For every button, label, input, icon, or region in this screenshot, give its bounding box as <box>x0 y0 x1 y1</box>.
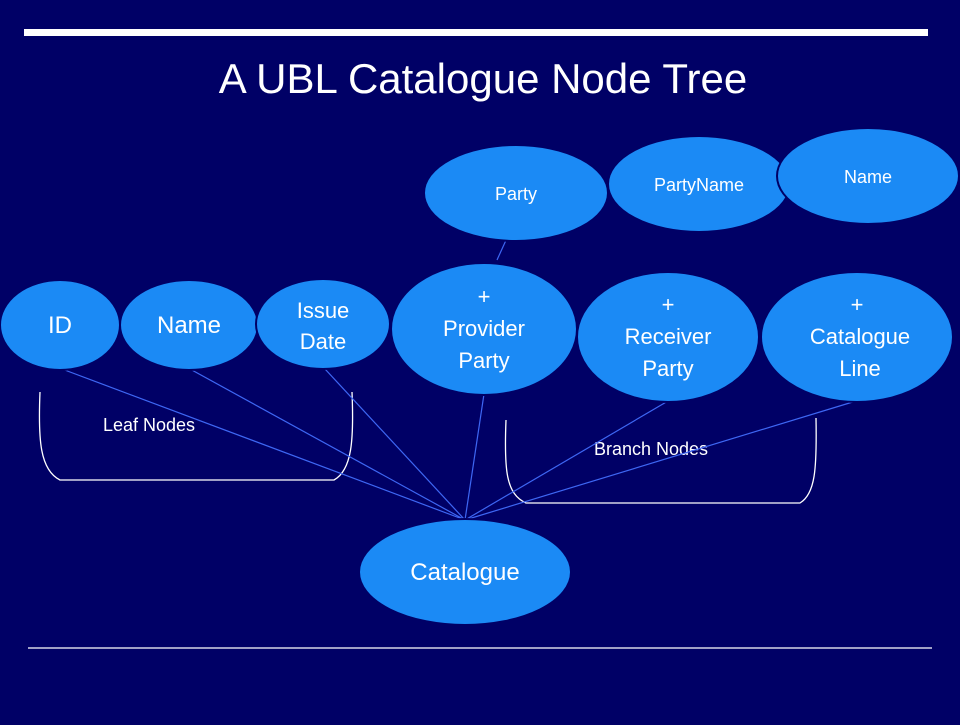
root-node-catalogue: Catalogue <box>358 518 572 626</box>
sub-node-party-shape <box>423 144 609 242</box>
leaf-node-name: Name <box>119 279 259 371</box>
branch-node-catalogue-line-shape <box>760 271 954 403</box>
branch-nodes-label: Branch Nodes <box>594 439 708 459</box>
sub-node-party: Party <box>423 144 609 242</box>
branch-node-provider-party-label-line-3: Party <box>458 348 509 373</box>
leaf-node-issue-date-label-line-2: Date <box>300 329 346 354</box>
top-rule <box>24 29 928 36</box>
leaf-node-issue-date: Issue Date <box>255 278 391 370</box>
edge-catalogue-catalogue-line <box>464 400 857 521</box>
slide-title: A UBL Catalogue Node Tree <box>219 55 747 102</box>
leaf-node-name-label: Name <box>157 312 221 339</box>
branch-node-catalogue-line: + Catalogue Line <box>760 271 954 403</box>
sub-node-party-name-label: PartyName <box>654 175 744 195</box>
branch-node-catalogue-line-label-line-2: Catalogue <box>810 324 910 349</box>
branch-node-provider-party-label-line-1: + <box>478 284 491 309</box>
edge-catalogue-id <box>61 368 466 521</box>
branch-node-receiver-party: + Receiver Party <box>576 271 760 403</box>
sub-node-name-label: Name <box>844 167 892 187</box>
edge-catalogue-receiver-party <box>464 400 669 521</box>
sub-node-name-shape <box>776 127 960 225</box>
edge-catalogue-name <box>189 368 466 521</box>
branch-node-receiver-party-label-line-1: + <box>662 292 675 317</box>
branch-node-receiver-party-label-line-2: Receiver <box>625 324 712 349</box>
leaf-nodes-label: Leaf Nodes <box>103 415 195 435</box>
branch-node-provider-party-label-line-2: Provider <box>443 316 525 341</box>
root-node-catalogue-shape <box>358 518 572 626</box>
branch-node-catalogue-line-label-line-1: + <box>851 292 864 317</box>
branch-node-catalogue-line-label-line-3: Line <box>839 356 881 381</box>
sub-node-party-label: Party <box>495 184 537 204</box>
branch-node-receiver-party-shape <box>576 271 760 403</box>
leaf-node-issue-date-label-line-1: Issue <box>297 298 350 323</box>
leaf-node-issue-date-shape <box>255 278 391 370</box>
edge-catalogue-provider-party <box>464 393 485 521</box>
sub-node-party-name: PartyName <box>607 135 791 233</box>
branch-node-receiver-party-label-line-3: Party <box>642 356 693 381</box>
root-node-catalogue-label: Catalogue <box>410 559 519 586</box>
sub-node-name: Name <box>776 127 960 225</box>
branch-nodes-bracket <box>504 417 817 504</box>
leaf-node-id-label: ID <box>48 312 72 339</box>
leaf-node-id: ID <box>0 279 121 371</box>
branch-node-provider-party: + Provider Party <box>390 262 578 396</box>
leaf-nodes-bracket <box>38 391 354 481</box>
edge-catalogue-issue-date <box>324 368 466 521</box>
